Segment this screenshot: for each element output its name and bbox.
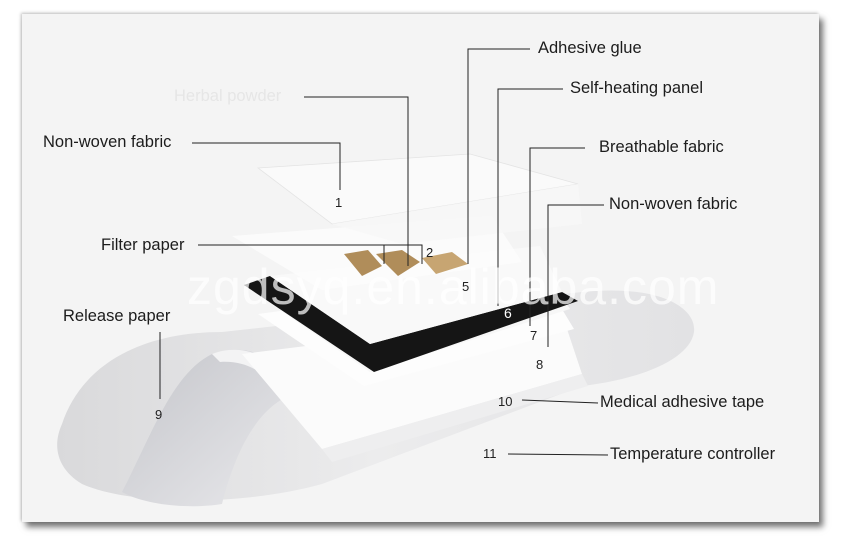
- label-non-woven-fabric-right: Non-woven fabric: [609, 195, 738, 213]
- leader-lines: [159, 48, 609, 456]
- herbal-powder-shape-center: [376, 250, 420, 276]
- herbal-powder-shape-left: [344, 250, 382, 276]
- leader-non-woven-top: [192, 142, 341, 190]
- leader-self-heating: [497, 88, 563, 306]
- temperature-controller-strip: [322, 374, 588, 462]
- label-self-heating-panel: Self-heating panel: [570, 79, 704, 97]
- label-temperature-controller: Temperature controller: [610, 445, 776, 463]
- leader-non-woven-right: [547, 204, 604, 347]
- adhesive-glue-layer: [332, 184, 582, 244]
- layer-number-10: 10: [498, 394, 513, 409]
- layer-number-1: 1: [335, 195, 343, 210]
- leader-breathable: [529, 147, 585, 326]
- diagram-frame: zgdsyq.en.alibaba.com Adhesive glue Herb…: [22, 14, 819, 522]
- self-heating-panel: [244, 276, 578, 372]
- layer-number-8: 8: [536, 357, 544, 372]
- label-non-woven-fabric-top: Non-woven fabric: [43, 133, 172, 151]
- label-medical-adhesive-tape: Medical adhesive tape: [600, 393, 765, 411]
- layer-number-6: 6: [504, 305, 512, 321]
- leader-medical-tape: [521, 399, 599, 404]
- layer-number-9: 9: [155, 407, 163, 422]
- layer-number-2: 2: [426, 245, 434, 260]
- layer-number-5: 5: [462, 279, 470, 294]
- leader-herbal-powder: [304, 96, 409, 266]
- release-paper-peel: [122, 349, 294, 507]
- layer-number-11: 11: [483, 446, 497, 461]
- label-release-paper: Release paper: [63, 307, 171, 325]
- label-filter-paper: Filter paper: [101, 236, 185, 254]
- layer-number-7: 7: [530, 328, 538, 343]
- watermark: zgdsyq.en.alibaba.com: [187, 259, 720, 315]
- leader-adhesive-glue: [467, 48, 530, 264]
- label-herbal-powder: Herbal powder: [174, 87, 282, 105]
- leader-temperature: [507, 453, 609, 456]
- herbal-powder-shape-right: [422, 252, 468, 274]
- label-breathable-fabric: Breathable fabric: [599, 138, 724, 156]
- patch-layers-diagram: [57, 48, 695, 507]
- label-adhesive-glue: Adhesive glue: [538, 39, 642, 57]
- leader-filter-paper: [198, 244, 423, 264]
